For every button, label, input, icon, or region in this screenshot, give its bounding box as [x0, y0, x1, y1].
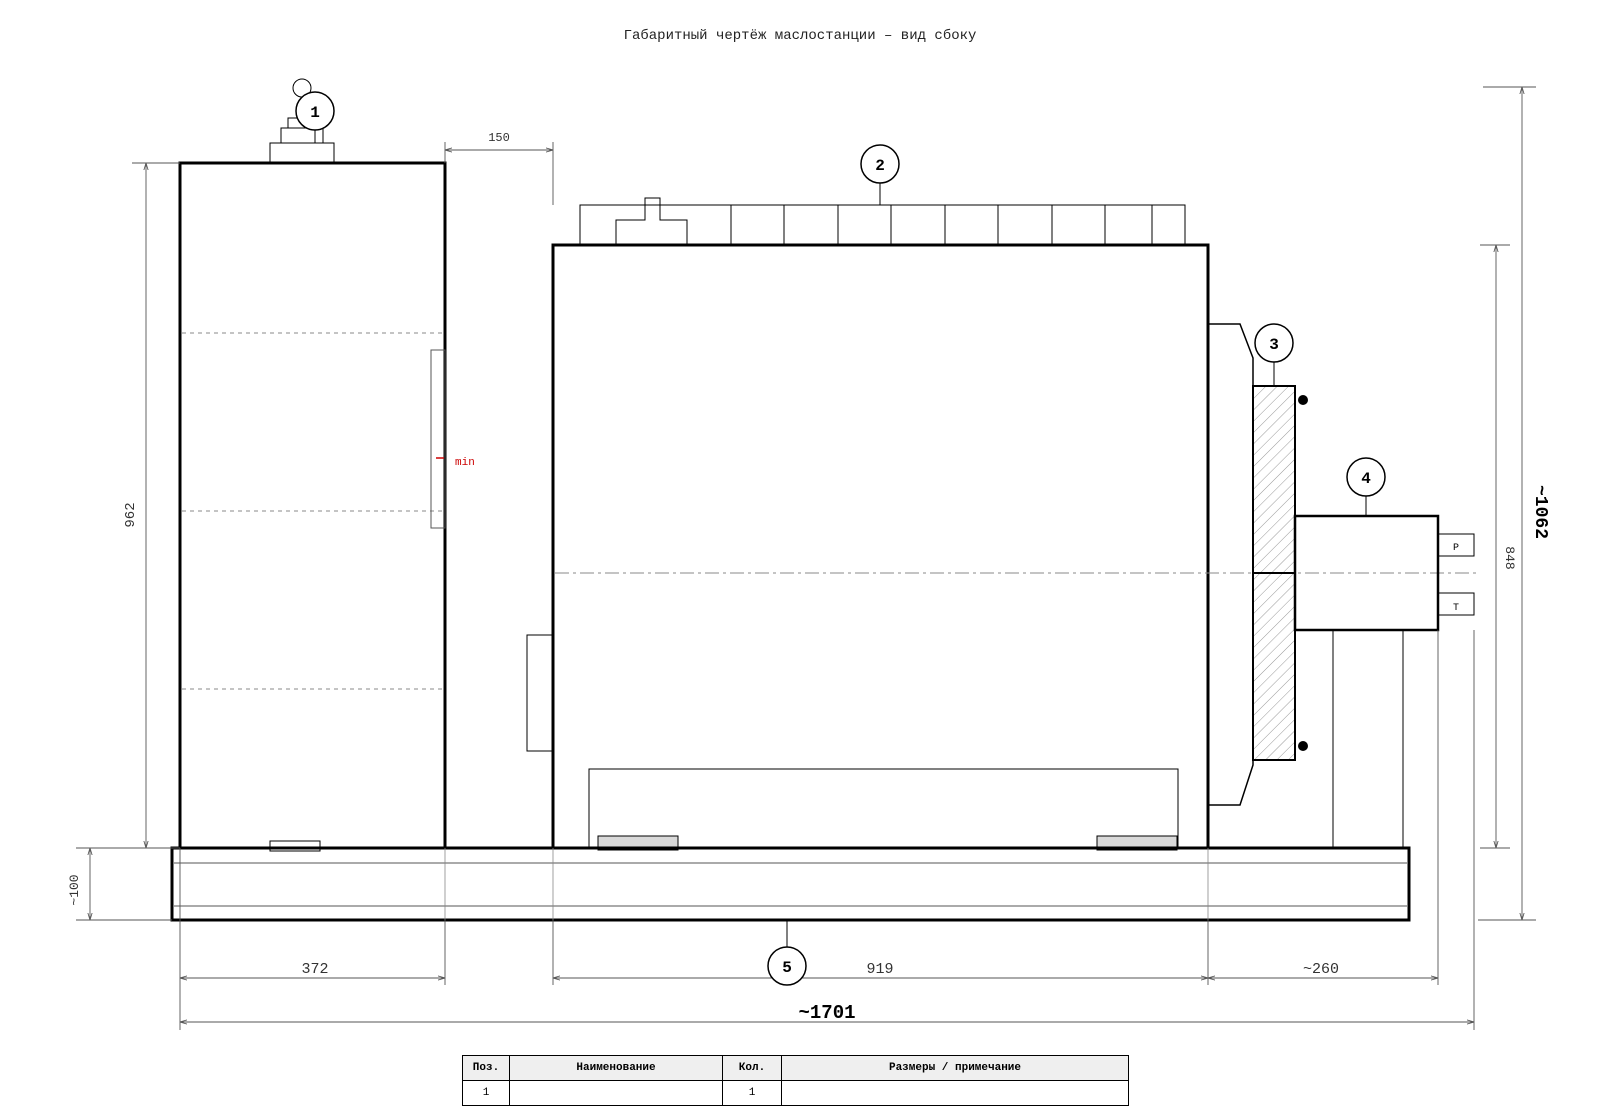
balloon-1: 1 — [295, 91, 335, 143]
spec-header-qty: Кол. — [722, 1055, 782, 1081]
coupling-flange — [1208, 323, 1308, 806]
balloon-3: 3 — [1254, 323, 1294, 386]
balloon-2-label: 2 — [875, 157, 885, 175]
dim-overall-height: ~1062 — [1530, 485, 1550, 539]
spec-header-name: Наименование — [509, 1055, 723, 1081]
spec-header-row: Поз. Наименование Кол. Размеры / примеча… — [462, 1055, 1129, 1081]
spec-header-dims: Размеры / примечание — [781, 1055, 1129, 1081]
spec-header-pos: Поз. — [462, 1055, 510, 1081]
dim-overall-width: ~1701 — [798, 1002, 855, 1024]
side-view-drawing: min P T — [67, 78, 1550, 1030]
hydraulic-pump: P T — [1293, 514, 1475, 848]
balloon-5: 5 — [767, 920, 807, 986]
balloon-4: 4 — [1346, 457, 1386, 516]
balloon-2: 2 — [860, 144, 900, 205]
balloon-1-label: 1 — [310, 104, 320, 122]
dim-tank-width: 372 — [301, 961, 328, 978]
table-row: 1 1 — [462, 1080, 1129, 1106]
min-level-label: min — [455, 457, 475, 469]
balloon-4-label: 4 — [1361, 470, 1371, 488]
spec-cell-pos: 1 — [462, 1080, 510, 1106]
balloon-5-label: 5 — [782, 959, 792, 977]
spec-cell-name — [509, 1080, 723, 1106]
balloon-3-label: 3 — [1269, 336, 1279, 354]
dim-motor-height: 848 — [1502, 546, 1517, 569]
dimension-lines — [76, 86, 1536, 1030]
spec-cell-dims — [781, 1080, 1129, 1106]
drawing-title: Габаритный чертёж маслостанции – вид сбо… — [623, 28, 977, 44]
specification-table: Поз. Наименование Кол. Размеры / примеча… — [462, 1055, 1129, 1106]
dim-motor-width: 919 — [866, 961, 893, 978]
port-p-label: P — [1453, 543, 1459, 554]
electric-motor — [526, 197, 1478, 851]
dim-top-gap: 150 — [488, 131, 510, 145]
dim-base-height: ~100 — [67, 874, 82, 905]
dim-pump-width: ~260 — [1303, 961, 1339, 978]
dim-tank-height: 962 — [123, 502, 139, 527]
port-t-label: T — [1453, 603, 1459, 614]
spec-cell-qty: 1 — [722, 1080, 782, 1106]
oil-tank: min — [178, 78, 475, 852]
base-frame — [170, 846, 1411, 922]
